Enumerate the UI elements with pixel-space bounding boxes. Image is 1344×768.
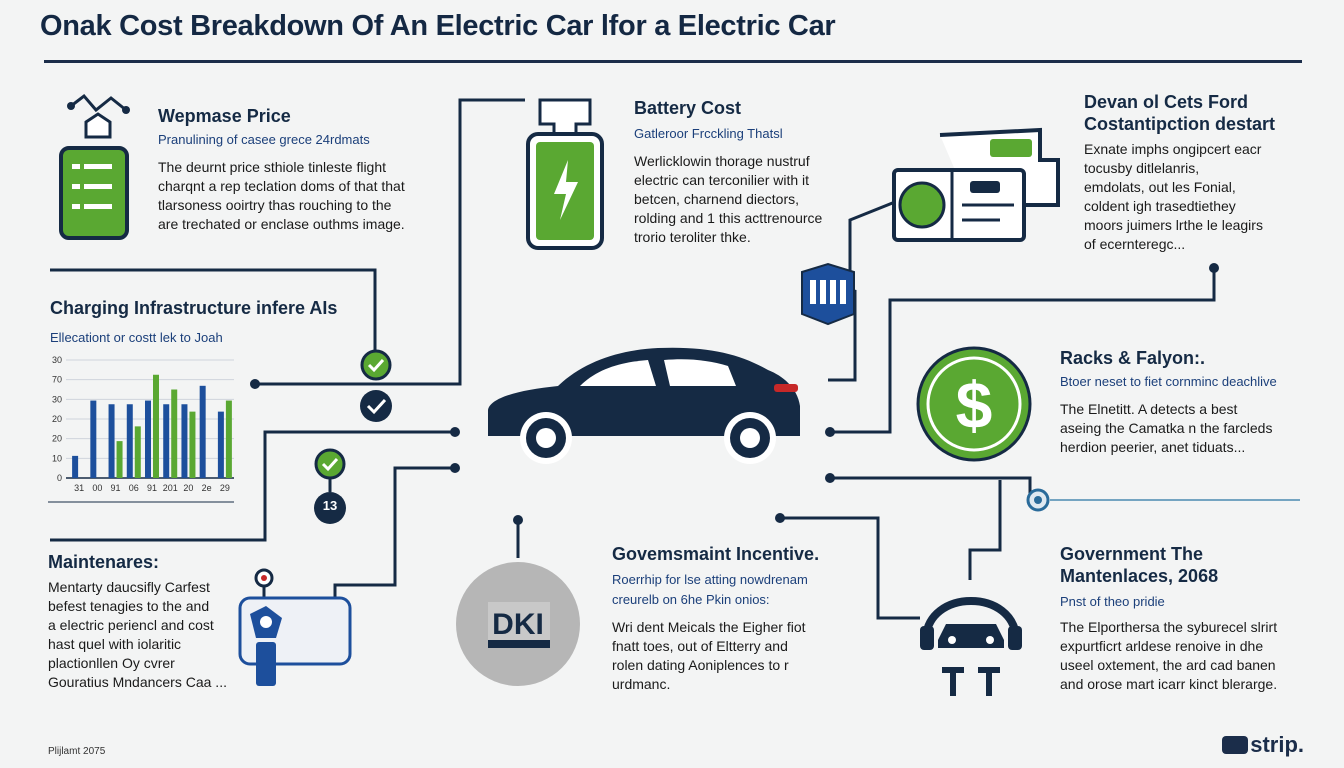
page-title: Onak Cost Breakdown Of An Electric Car l… <box>40 10 836 42</box>
incentive-heading: Govemsmaint Incentive. <box>612 544 820 564</box>
check-icon <box>360 390 392 422</box>
chart-ytick-label: 70 <box>52 375 62 385</box>
robot-hand-icon <box>238 568 352 686</box>
chart-ytick-label: 30 <box>52 355 62 365</box>
depreciation-heading-line2: Costantipction destart <box>1084 114 1276 134</box>
number-badge: 13 <box>322 498 338 513</box>
chart-ytick-label: 0 <box>57 473 62 483</box>
chart-bar <box>145 400 151 478</box>
number-node <box>314 492 346 524</box>
check-icon <box>314 448 346 480</box>
gov-maintenance-heading-line1: Government The <box>1060 544 1204 564</box>
car-headphones-icon <box>920 597 1022 696</box>
chart-xtick-label: 201 <box>163 483 178 493</box>
dk-badge-icon: DKI <box>456 562 580 686</box>
charging-bar-chart: 30 70 30 20 20 10 0 31 00 91 06 91 201 20 2e 29 <box>48 355 234 503</box>
chart-bar <box>163 404 170 478</box>
chart-bar <box>90 400 97 478</box>
incentive-subheading-line1: Roerrhip for lse atting nowdrenam <box>612 572 808 587</box>
chart-bar <box>126 404 133 478</box>
chart-xtick-label: 29 <box>220 483 230 493</box>
bank-card-icon <box>892 127 1060 242</box>
chart-bar <box>217 411 224 478</box>
chart-xtick-label: 20 <box>183 483 193 493</box>
battery-subheading: Gatleroor Frcckling Thatsl <box>634 126 783 141</box>
maintenance-heading: Maintenares: <box>48 552 160 572</box>
chart-bar <box>225 400 232 478</box>
racks-body: The Elnetitt. A detects a best aseing th… <box>1060 401 1273 455</box>
battery-bolt-icon <box>526 98 604 250</box>
racks-subheading: Btoer neset to fiet cornminc deachlive <box>1060 374 1277 389</box>
chart-bar <box>153 374 159 478</box>
purchase-heading: Wepmase Price <box>158 106 291 126</box>
svg-text:$: $ <box>956 368 993 442</box>
footer-note: Plijlamt 2075 <box>48 746 106 757</box>
racks-heading: Racks & Falyon:. <box>1060 348 1206 368</box>
charging-heading: Charging Infrastructure infere AIs <box>50 298 338 318</box>
purchase-body: The deurnt price sthiole tinleste flight… <box>158 159 405 232</box>
brand-logo: strip. <box>1222 732 1304 758</box>
chart-bar <box>116 441 123 478</box>
purchase-subheading: Pranulining of casee grece 24rdmats <box>158 132 370 147</box>
electric-car-icon <box>488 347 800 464</box>
depreciation-body: Exnate imphs ongipcert eacr tocusby ditl… <box>1084 141 1263 252</box>
chart-xtick-label: 91 <box>147 483 157 493</box>
chart-bar <box>189 411 196 478</box>
brand-name: strip. <box>1250 732 1304 757</box>
chart-ytick-label: 10 <box>52 453 62 463</box>
chart-xtick-label: 91 <box>111 483 121 493</box>
charging-subheading: Ellecationt or costt lek to Joah <box>50 330 223 345</box>
title-divider <box>44 60 1302 63</box>
chart-ytick-label: 20 <box>52 434 62 444</box>
check-icon <box>360 349 392 381</box>
brand-icon <box>1222 736 1249 754</box>
chart-bar <box>134 426 141 478</box>
gov-maintenance-heading-line2: Mantenlaces, 2068 <box>1060 566 1219 586</box>
incentive-subheading-line2: creurelb on 6he Pkin onios: <box>612 592 770 607</box>
price-tag-clipboard-icon <box>59 93 130 240</box>
chart-xtick-label: 31 <box>74 483 84 493</box>
chart-xtick-label: 06 <box>129 483 139 493</box>
chart-bar <box>72 455 79 478</box>
battery-body: Werlicklowin thorage nustruf electric ca… <box>634 153 823 245</box>
chart-ytick-label: 20 <box>52 414 62 424</box>
battery-heading: Battery Cost <box>634 98 742 118</box>
gov-maintenance-body: The Elporthersa the syburecel slrirt exp… <box>1060 619 1278 692</box>
chart-bar <box>199 385 206 478</box>
dollar-coin-icon: $ <box>916 346 1032 462</box>
depreciation-heading-line1: Devan ol Cets Ford <box>1084 92 1249 112</box>
chart-xtick-label: 2e <box>202 483 212 493</box>
bank-building-icon <box>801 262 855 326</box>
gov-maintenance-subheading: Pnst of theo pridie <box>1060 594 1165 609</box>
chart-xtick-label: 00 <box>92 483 102 493</box>
chart-bar <box>108 404 115 478</box>
maintenance-body: Mentarty daucsifly Carfest befest tenagi… <box>48 579 227 690</box>
dk-badge-text: DKI <box>492 608 544 641</box>
chart-bar <box>171 389 178 478</box>
chart-ytick-label: 30 <box>52 394 62 404</box>
chart-bar <box>181 404 188 478</box>
incentive-body: Wri dent Meicals the Eigher fiot fnatt t… <box>612 619 806 692</box>
